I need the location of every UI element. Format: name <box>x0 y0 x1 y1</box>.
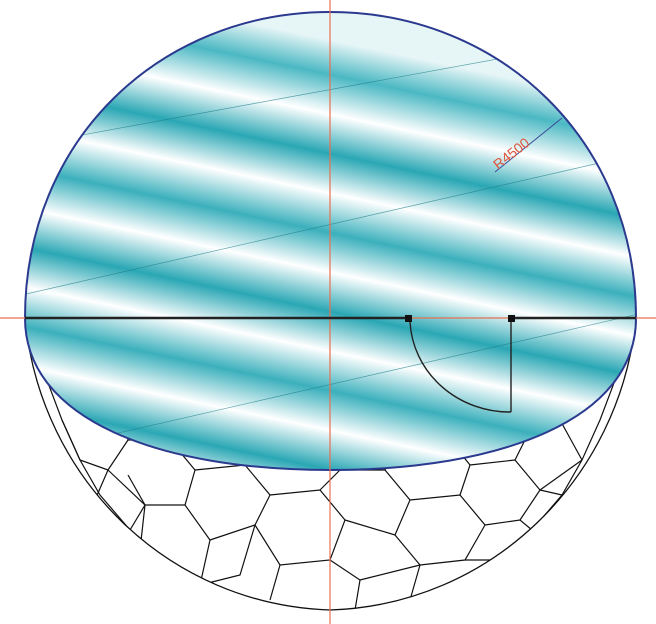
hex-tile <box>359 564 421 581</box>
hex-tile <box>269 564 281 601</box>
base-and-door <box>25 315 636 413</box>
hex-tile <box>539 489 563 496</box>
hex-tile <box>254 489 346 566</box>
door-jamb-left <box>405 315 412 322</box>
hex-tile <box>469 459 541 521</box>
panel-seam <box>25 149 636 301</box>
hex-tile <box>539 459 583 491</box>
door-jamb-right <box>508 315 515 322</box>
door-swing-arc <box>409 321 512 413</box>
dome-glass <box>23 10 638 472</box>
radius-leader-line <box>494 117 563 173</box>
hex-tile <box>199 524 256 586</box>
dome-outline <box>23 10 638 472</box>
